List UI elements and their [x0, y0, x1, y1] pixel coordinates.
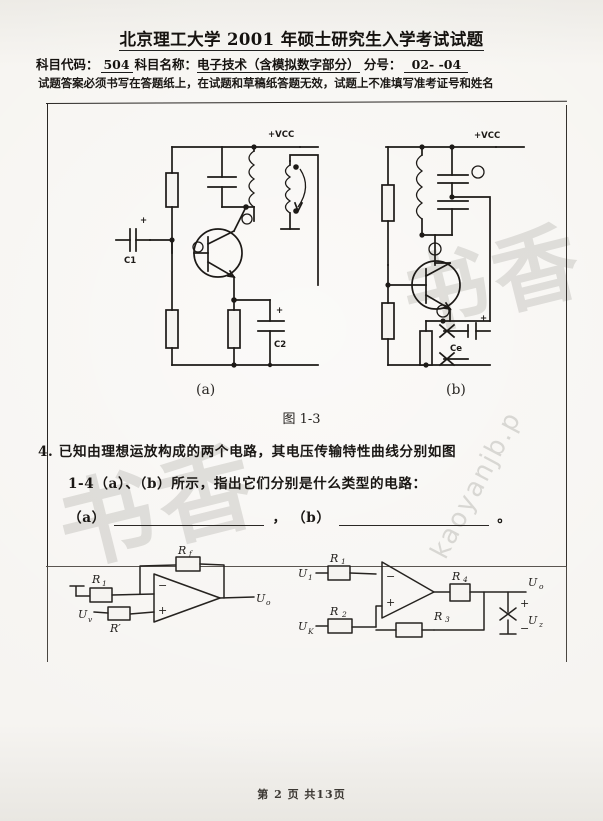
- output-label-right: U: [528, 576, 538, 589]
- answer-separator: ，: [272, 510, 287, 526]
- resistor-r4-right: [449, 583, 471, 602]
- meter-symbol-top-b: [471, 165, 485, 179]
- question-answer-row: （a） ， （b） 。: [68, 506, 511, 526]
- answer-end: 。: [497, 510, 512, 526]
- meter-symbol-base-a: [192, 241, 204, 253]
- answer-a-label: （a）: [68, 510, 106, 526]
- content-border-right-lower: [566, 566, 567, 662]
- output-sub-left: o: [266, 598, 271, 607]
- watermark-english: kaoyanjb.p: [424, 406, 528, 564]
- resistor-r2-label-right: R: [329, 605, 338, 618]
- resistor-r3-label-right: R: [433, 610, 442, 623]
- capacitor-ce-plus: +: [480, 314, 487, 324]
- resistor-rf-label-left: R: [177, 544, 186, 557]
- answer-b-label: （b）: [292, 510, 331, 526]
- page-title-text: 北京理工大学 2001 年硕士研究生入学考试试题: [119, 30, 484, 51]
- resistor-r3-right: [395, 622, 423, 638]
- opamp-inverting-right: −: [386, 570, 395, 583]
- question-number: 4.: [38, 444, 54, 460]
- figure-caption-b: (b): [446, 382, 466, 398]
- figure-number: 图 1-3: [282, 412, 321, 427]
- input-label-left: U: [78, 608, 88, 621]
- content-border-left: [47, 104, 48, 566]
- subject-code-value: 504: [100, 57, 133, 73]
- opamp-inverting-left: −: [158, 579, 167, 592]
- content-border-right: [566, 105, 567, 567]
- input2-label-right: U: [298, 620, 308, 633]
- vcc-label-b: +VCC: [474, 131, 500, 141]
- page-footer: 第 2 页 共13页: [257, 788, 346, 801]
- input-sub-left: v: [88, 615, 93, 624]
- resistor-rb2-a: [165, 309, 179, 349]
- circuit-diagram-b: +VCC: [378, 125, 558, 385]
- resistor-rb2-b: [381, 302, 395, 340]
- resistor-re-a: [227, 309, 241, 349]
- content-divider-middle: [46, 566, 567, 567]
- capacitor-c2-label: C2: [274, 340, 286, 350]
- page-title: 北京理工大学 2001 年硕士研究生入学考试试题: [0, 26, 603, 51]
- meter-symbol-collector-a: [241, 213, 253, 225]
- resistor-r4-sub-right: 4: [462, 575, 468, 584]
- resistor-rf-sub-left: f: [188, 549, 193, 558]
- resistor-rf-left: [175, 556, 201, 572]
- content-border-left-lower: [47, 566, 48, 662]
- resistor-r4-label-right: R: [451, 570, 460, 583]
- input2-sub-right: K: [307, 627, 314, 636]
- resistor-re-b: [419, 330, 433, 366]
- zener-plus-right: +: [520, 597, 529, 610]
- resistor-r1-sub-left: 1: [102, 579, 107, 588]
- exam-notice: 试题答案必须书写在答题纸上，在试题和草稿纸答题无效，试题上不准填写准考证号和姓名: [38, 76, 494, 90]
- question-line-1: 4. 已知由理想运放构成的两个电路，其电压传输特性曲线分别如图: [38, 440, 456, 460]
- transformer-dot-top: [293, 164, 299, 170]
- output-label-left: U: [256, 592, 266, 605]
- resistor-rp-left: [107, 606, 131, 621]
- subject-name-value: 电子技术（含模拟数字部分）: [197, 57, 360, 73]
- question-line-2: 1-4（a）、（b）所示，指出它们分别是什么类型的电路：: [68, 476, 427, 492]
- resistor-rp-label-left: R′: [109, 622, 121, 635]
- opamp-triangle-right: [381, 561, 435, 619]
- score-label: 分号：: [363, 57, 402, 72]
- resistor-r3-sub-right: 3: [445, 615, 450, 624]
- capacitor-c1-label: C1: [124, 256, 136, 266]
- subject-code-label: 科目代码：: [36, 57, 99, 72]
- zener-minus-right: −: [520, 622, 529, 635]
- zener-sub-right: z: [538, 620, 543, 629]
- content-border-top: [45, 100, 567, 104]
- input1-label-right: U: [298, 567, 308, 580]
- resistor-rb1-a: [165, 172, 179, 208]
- question-text-1: 已知由理想运放构成的两个电路，其电压传输特性曲线分别如图: [58, 444, 457, 460]
- vcc-label-a: +VCC: [268, 130, 294, 140]
- resistor-r1-label-right: R: [329, 552, 338, 565]
- opamp-triangle-left: [153, 573, 221, 623]
- score-value: 02- -04: [404, 57, 469, 73]
- answer-a-blank[interactable]: [114, 511, 265, 526]
- opamp-circuit-left: R 1 R f − + U o R′ U v: [68, 544, 283, 647]
- resistor-rb1-b: [381, 184, 395, 222]
- capacitor-ce-label: Ce: [450, 344, 462, 354]
- opamp-circuit-right: U 1 R 1 U K R 2 − + R 4: [298, 552, 563, 657]
- capacitor-c1-plus: +: [140, 216, 147, 226]
- resistor-r1-left: [89, 587, 113, 603]
- circuit-diagram-a: +VCC C1 +: [115, 125, 340, 380]
- resistor-r1-label-left: R: [91, 573, 100, 586]
- figure-caption-a: (a): [196, 382, 216, 398]
- resistor-r1-sub-right: 1: [341, 557, 346, 566]
- answer-b-blank[interactable]: [338, 511, 489, 526]
- zener-label-right: U: [528, 614, 538, 627]
- resistor-r2-right: [327, 618, 353, 634]
- opamp-noninverting-left: +: [158, 604, 167, 617]
- output-sub-right: o: [539, 582, 544, 591]
- subject-name-label: 科目名称：: [134, 57, 198, 72]
- input1-sub-right: 1: [308, 573, 313, 582]
- capacitor-c2-plus: +: [276, 306, 283, 316]
- resistor-r2-sub-right: 2: [341, 610, 347, 619]
- opamp-noninverting-right: +: [386, 596, 395, 609]
- resistor-r1-right: [327, 565, 351, 581]
